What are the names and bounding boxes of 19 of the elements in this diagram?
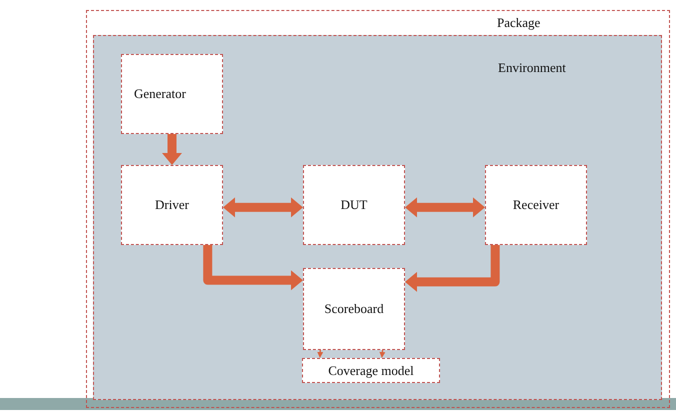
- arrow: [317, 350, 324, 358]
- node-label: Coverage model: [328, 362, 414, 378]
- node-label: Driver: [155, 197, 189, 213]
- node-label: Scoreboard: [324, 301, 384, 317]
- process-box: [303, 268, 405, 350]
- process-box: [121, 165, 223, 245]
- process-box: [302, 358, 440, 383]
- block-arrow: [223, 197, 303, 218]
- node-label: DUT: [340, 197, 368, 213]
- node-label: Generator: [134, 86, 186, 102]
- arrow: [379, 350, 386, 358]
- node-label: Receiver: [512, 197, 560, 213]
- process-box: [485, 165, 587, 245]
- process-box: [121, 54, 223, 134]
- group-title: Environment: [498, 60, 566, 76]
- group-title: Package: [497, 15, 540, 31]
- block-arrow: [405, 197, 485, 218]
- process-box: [303, 165, 405, 245]
- block-arrow: [162, 134, 182, 165]
